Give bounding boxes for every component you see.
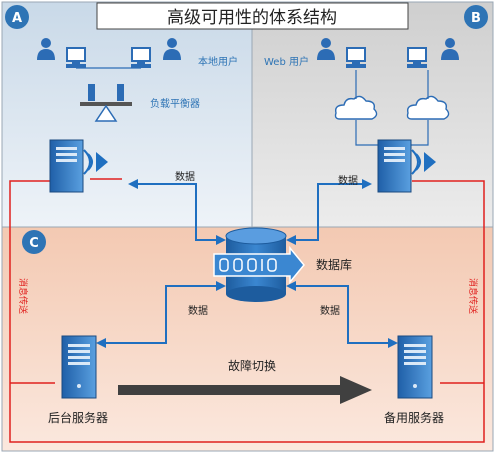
data-link-standby bbox=[286, 281, 398, 348]
local-pc-icon-2 bbox=[130, 47, 152, 69]
data-label-backend: 数据 bbox=[188, 304, 208, 317]
backend-server-label: 后台服务器 bbox=[48, 410, 108, 425]
web-server-a-icon bbox=[49, 139, 108, 193]
database-label: 数据库 bbox=[316, 257, 352, 272]
messaging-lines bbox=[9, 178, 485, 443]
backend-server-icon bbox=[61, 335, 97, 399]
messaging-label-left: 消息传送 bbox=[17, 278, 29, 314]
load-balancer-icon bbox=[80, 84, 132, 122]
title-box bbox=[96, 2, 409, 30]
web-server-b-icon bbox=[377, 139, 436, 193]
web-users-label: Web 用户 bbox=[264, 55, 309, 68]
web-link-3 bbox=[355, 120, 380, 146]
data-link-b bbox=[286, 179, 372, 245]
failover-label: 故障切换 bbox=[228, 358, 276, 373]
load-balancer-label: 负载平衡器 bbox=[150, 97, 200, 110]
standby-server-label: 备用服务器 bbox=[384, 410, 444, 425]
web-pc-icon-2 bbox=[406, 47, 428, 69]
messaging-label-right: 消息传送 bbox=[467, 278, 479, 314]
badge-a: A bbox=[5, 5, 29, 29]
data-label-a: 数据 bbox=[175, 170, 195, 183]
badge-c-label: C bbox=[29, 236, 39, 251]
database-icon bbox=[213, 227, 305, 302]
data-label-standby: 数据 bbox=[320, 304, 340, 317]
data-link-a bbox=[128, 179, 226, 245]
local-users-label: 本地用户 bbox=[198, 55, 238, 68]
zone-a bbox=[1, 1, 253, 228]
standby-server-icon bbox=[397, 335, 433, 399]
badge-b: B bbox=[464, 5, 488, 29]
badge-c: C bbox=[22, 230, 46, 254]
badge-a-label: A bbox=[12, 11, 22, 26]
failover-arrow bbox=[118, 376, 372, 404]
page-title: 高级可用性的体系结构 bbox=[167, 8, 337, 28]
web-pc-icon-1 bbox=[345, 47, 367, 69]
data-link-backend bbox=[96, 281, 226, 348]
badge-b-label: B bbox=[471, 11, 481, 26]
data-label-b: 数据 bbox=[338, 174, 358, 187]
web-link-4 bbox=[404, 120, 429, 146]
local-pc-icon-1 bbox=[65, 47, 87, 69]
